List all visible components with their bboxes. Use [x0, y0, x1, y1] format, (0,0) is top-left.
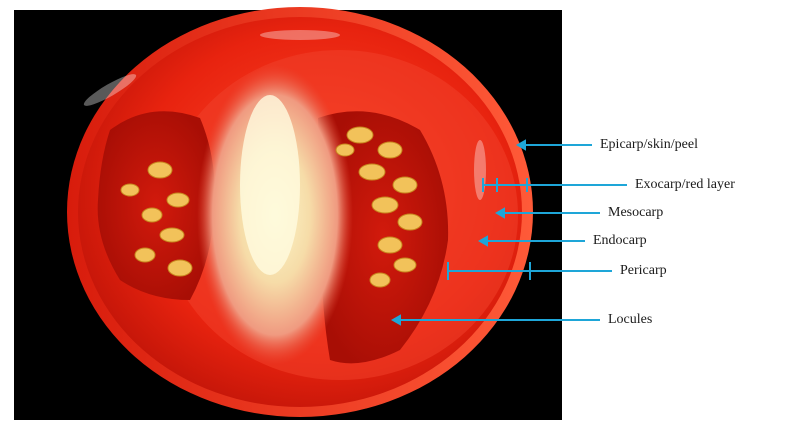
label-endocarp: Endocarp — [593, 233, 647, 249]
label-mesocarp: Mesocarp — [608, 205, 663, 221]
label-locules: Locules — [608, 312, 652, 328]
label-exocarp: Exocarp/red layer — [635, 177, 735, 193]
label-pericarp: Pericarp — [620, 263, 667, 279]
label-epicarp: Epicarp/skin/peel — [600, 137, 698, 153]
